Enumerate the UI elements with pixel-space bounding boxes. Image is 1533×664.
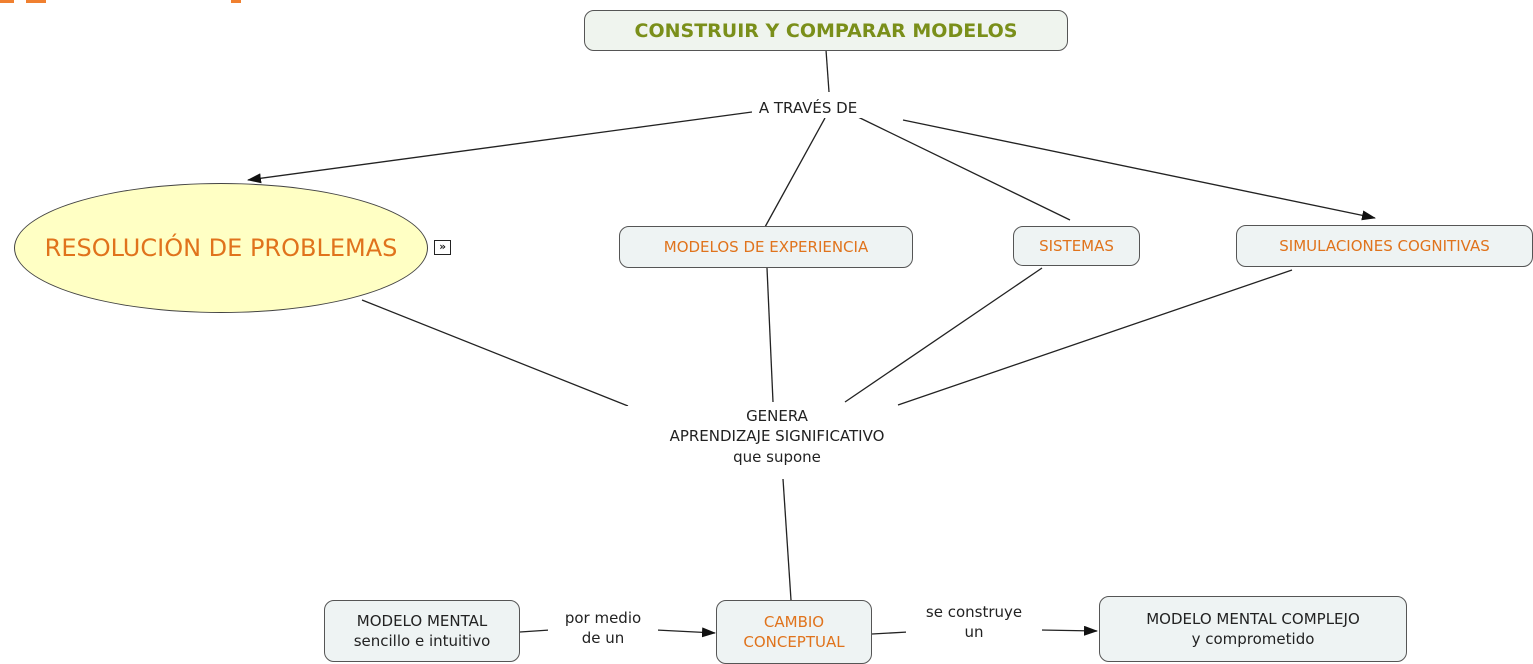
simulaciones-concept-node[interactable]: SIMULACIONES COGNITIVAS xyxy=(1236,225,1533,267)
modelo-mental-complejo-node[interactable]: MODELO MENTAL COMPLEJO y comprometido xyxy=(1099,596,1407,662)
edge-pormedio-cambio xyxy=(655,627,716,638)
edge-traves-resolucion xyxy=(247,111,753,184)
experiencia-concept-node[interactable]: MODELOS DE EXPERIENCIA xyxy=(619,226,913,268)
edge-genera-cambio xyxy=(782,478,792,601)
edge-sistemas-genera xyxy=(844,267,1043,403)
edge-resolucion-genera xyxy=(361,299,629,407)
edge-simple-pormedio xyxy=(519,629,551,633)
link-phrase-se-construye: se construye un xyxy=(906,602,1042,643)
sistemas-label: SISTEMAS xyxy=(1039,237,1114,255)
orange-accent-bar xyxy=(0,0,14,3)
edge-root-traves xyxy=(825,49,830,93)
resolucion-label: RESOLUCIÓN DE PROBLEMAS xyxy=(44,234,398,262)
orange-accent-bar xyxy=(26,0,46,3)
link-phrase-genera: GENERA APRENDIZAJE SIGNIFICATIVO que sup… xyxy=(622,406,932,467)
experiencia-label: MODELOS DE EXPERIENCIA xyxy=(663,238,869,256)
edge-construye-complejo xyxy=(1039,625,1098,636)
expand-icon[interactable]: » xyxy=(434,240,451,255)
orange-accent-bar xyxy=(231,0,241,3)
edge-traves-simulaciones xyxy=(902,119,1376,221)
edge-simulaciones-genera xyxy=(897,269,1293,406)
resolucion-concept-node[interactable]: RESOLUCIÓN DE PROBLEMAS xyxy=(14,183,428,313)
link-phrase-por-medio: por medio de un xyxy=(548,608,658,649)
root-concept-node[interactable]: CONSTRUIR Y COMPARAR MODELOS xyxy=(584,10,1068,51)
modelo-mental-simple-node[interactable]: MODELO MENTAL sencillo e intuitivo xyxy=(324,600,520,662)
edge-experiencia-genera xyxy=(766,267,774,403)
link-phrase-traves: A TRAVÉS DE xyxy=(752,98,864,119)
edge-traves-experiencia xyxy=(764,117,826,228)
edge-cambio-construye xyxy=(871,631,909,635)
simulaciones-label: SIMULACIONES COGNITIVAS xyxy=(1279,237,1490,255)
edge-traves-sistemas xyxy=(857,116,1071,221)
sistemas-concept-node[interactable]: SISTEMAS xyxy=(1013,226,1140,266)
cambio-conceptual-node[interactable]: CAMBIO CONCEPTUAL xyxy=(716,600,872,664)
root-concept-label: CONSTRUIR Y COMPARAR MODELOS xyxy=(634,19,1018,42)
